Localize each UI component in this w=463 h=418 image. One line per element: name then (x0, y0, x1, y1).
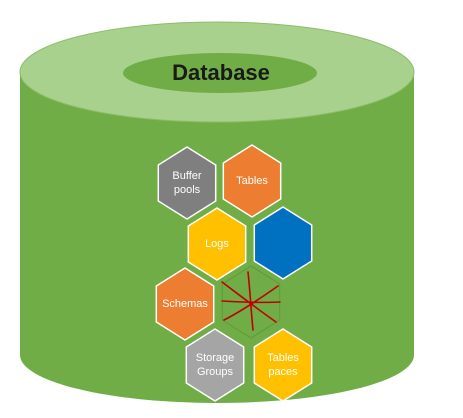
hexagon-label-buffer-pools: pools (174, 184, 201, 196)
hexagon-label-logs: Logs (205, 238, 229, 250)
hexagon-tablespaces: Tables paces (253, 328, 313, 402)
hexagon-shape-storage-groups (185, 328, 245, 402)
hexagon-label-tables: Tables (236, 175, 268, 187)
cross-stroke (247, 271, 254, 331)
cross-stroke (221, 281, 277, 323)
hexagon-label-storage-groups: Storage (196, 352, 235, 364)
hexagon-shape-logs (187, 207, 247, 281)
cross-stroke (223, 285, 279, 321)
hexagon-label-schemas: Schemas (162, 298, 208, 310)
hexagon-shape-buffer-pools (157, 146, 217, 220)
hexagon-logs: Logs (187, 207, 247, 281)
hexagon-shape-tables (222, 144, 282, 218)
hexagon-shape-blue (253, 206, 313, 280)
hexagon-shape-tablespaces (253, 328, 313, 402)
hexagon-blue (253, 206, 313, 280)
hexagon-cluster: BufferpoolsTablesLogsSchemasStorageGroup… (155, 144, 313, 402)
hexagon-buffer-pools: Buffer pools (157, 146, 217, 220)
cross-stroke (221, 300, 281, 304)
hexagon-label-buffer-pools: Buffer (172, 170, 201, 182)
hexagon-schemas: Schemas (155, 267, 215, 341)
hexagon-shape-schemas (155, 267, 215, 341)
hexagon-label-tablespaces: paces (268, 366, 298, 378)
diagram-title: Database (172, 60, 270, 85)
hexagon-label-tablespaces: Tables (267, 352, 299, 364)
hexagon-label-storage-groups: Groups (197, 366, 234, 378)
hexagon-tables: Tables (222, 144, 282, 218)
title-ellipse (123, 53, 317, 93)
cross-mark (221, 271, 281, 331)
hexagon-shape-empty-crossed (221, 265, 281, 339)
hexagon-empty-crossed (221, 265, 281, 339)
